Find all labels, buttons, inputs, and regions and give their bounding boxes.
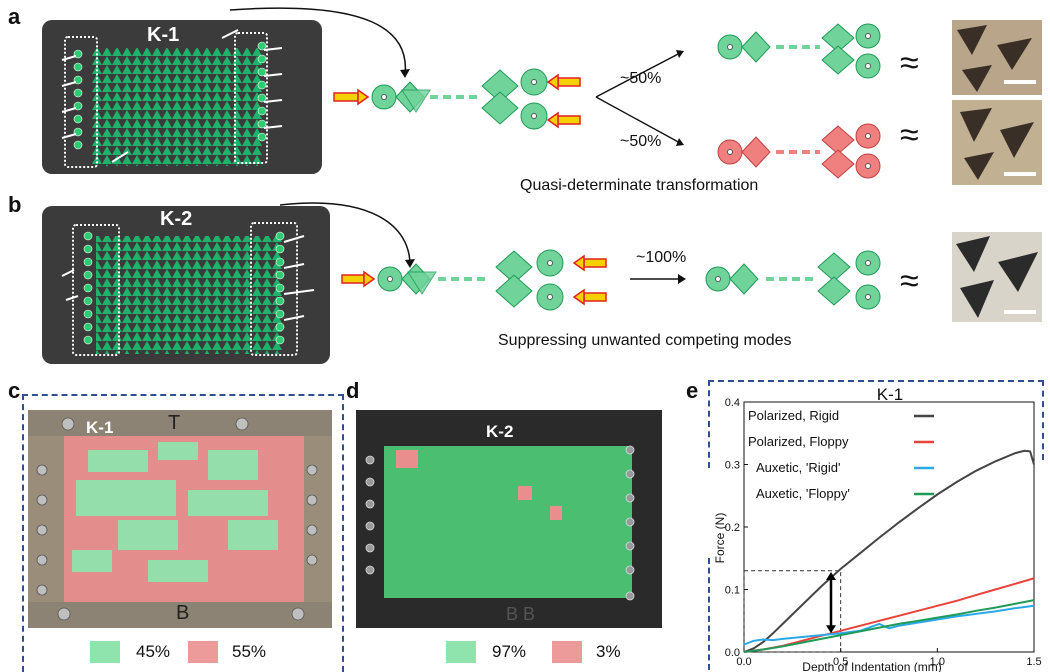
caption-a: Quasi-determinate transformation bbox=[520, 177, 759, 194]
arrow-head-up bbox=[826, 572, 836, 580]
panel-letter-d: d bbox=[346, 378, 360, 403]
k1-sample-card: K-1 bbox=[42, 20, 322, 174]
approx-sign-b: ≈ bbox=[900, 262, 919, 300]
panel-e-dashed-top bbox=[708, 380, 1044, 382]
legend-c-green-label: 45% bbox=[136, 642, 171, 661]
approx-sign-a2: ≈ bbox=[900, 116, 919, 154]
x-tick-label: 1.0 bbox=[930, 656, 945, 668]
series-line-3 bbox=[743, 604, 1035, 646]
chart-inset-box bbox=[743, 570, 842, 653]
panel-letter-a: a bbox=[8, 4, 21, 29]
y-tick-label: 0.0 bbox=[725, 647, 740, 659]
legend-label-2: Polarized, Floppy bbox=[748, 434, 849, 449]
panel-a-schematic bbox=[229, 7, 881, 179]
x-tick-label: 0.5 bbox=[833, 656, 848, 668]
series-line-4 bbox=[743, 599, 1035, 653]
arrow-head-down bbox=[826, 625, 836, 634]
legend-c-red-label: 55% bbox=[232, 642, 267, 661]
panel-letter-e: e bbox=[686, 378, 699, 403]
legend-d-red-swatch bbox=[552, 641, 582, 663]
x-tick-label: 1.5 bbox=[1026, 656, 1041, 668]
chart-x-axis-label: Depth of Indentation (mm) bbox=[802, 660, 941, 672]
k1-right-boundary-box bbox=[234, 32, 268, 164]
k2-card-label: K-2 bbox=[160, 208, 193, 230]
photo-c: K-1 T B bbox=[28, 410, 332, 628]
series-line-1 bbox=[743, 449, 1035, 653]
panel-e-dashed-left-2 bbox=[708, 558, 710, 670]
k1-lattice bbox=[61, 29, 283, 166]
legend-d-green-swatch bbox=[446, 641, 476, 663]
panel-b-schematic bbox=[279, 202, 881, 311]
x-tick-label: 0.0 bbox=[736, 656, 751, 668]
panel-letter-b: b bbox=[8, 192, 22, 217]
photo-b bbox=[952, 232, 1042, 322]
y-tick-label: 0.1 bbox=[725, 585, 740, 597]
pct-bottom-a: ~50% bbox=[620, 133, 662, 150]
legend-c-green-swatch bbox=[90, 641, 120, 663]
y-tick-label: 0.3 bbox=[725, 460, 740, 472]
series-line-2 bbox=[743, 577, 1035, 653]
photo-a-bottom bbox=[952, 100, 1042, 185]
panel-e-dashed-left-1 bbox=[708, 380, 710, 468]
caption-b: Suppressing unwanted competing modes bbox=[498, 332, 792, 349]
photo-c-mark-top: T bbox=[168, 412, 181, 434]
legend-label-3: Auxetic, 'Rigid' bbox=[756, 460, 840, 475]
photo-c-mark-bottom: B bbox=[176, 602, 190, 624]
k2-left-boundary-box bbox=[72, 224, 120, 356]
k1-card-label: K-1 bbox=[147, 24, 180, 46]
photo-c-map bbox=[28, 410, 332, 628]
chart-title: K-1 bbox=[877, 385, 903, 404]
force-indentation-chart: 0.0 0.5 1.0 1.5 0.0 0.1 0.2 0.3 0.4 Polarized, R… bbox=[713, 385, 1042, 672]
legend-label-1: Polarized, Rigid bbox=[748, 408, 839, 423]
k2-sample-card: K-2 bbox=[42, 206, 330, 364]
y-tick-label: 0.2 bbox=[725, 522, 740, 534]
legend-d-green-label: 97% bbox=[492, 642, 527, 661]
panel-letter-c: c bbox=[8, 378, 21, 403]
panel-c-dashed-frame bbox=[22, 394, 344, 672]
photo-d-map bbox=[365, 445, 635, 601]
photo-d-label: K-2 bbox=[486, 422, 514, 441]
photo-c-label: K-1 bbox=[86, 418, 114, 437]
legend-d-red-label: 3% bbox=[596, 642, 621, 661]
panel-e-dashed-right bbox=[1042, 380, 1044, 460]
photo-a-top bbox=[952, 20, 1042, 95]
approx-sign-a1: ≈ bbox=[900, 44, 919, 82]
y-tick-label: 0.4 bbox=[725, 397, 740, 409]
photo-d: K-2 B B bbox=[356, 410, 662, 628]
photo-d-mark-bottom: B B bbox=[506, 604, 536, 624]
pct-top-a: ~50% bbox=[620, 70, 662, 87]
k1-left-boundary-box bbox=[64, 36, 98, 168]
k2-right-boundary-box bbox=[250, 222, 298, 356]
legend-c-red-swatch bbox=[188, 641, 218, 663]
pct-b: ~100% bbox=[636, 249, 687, 266]
legend-label-4: Auxetic, 'Floppy' bbox=[756, 486, 850, 501]
chart-y-axis-label: Force (N) bbox=[713, 513, 727, 564]
